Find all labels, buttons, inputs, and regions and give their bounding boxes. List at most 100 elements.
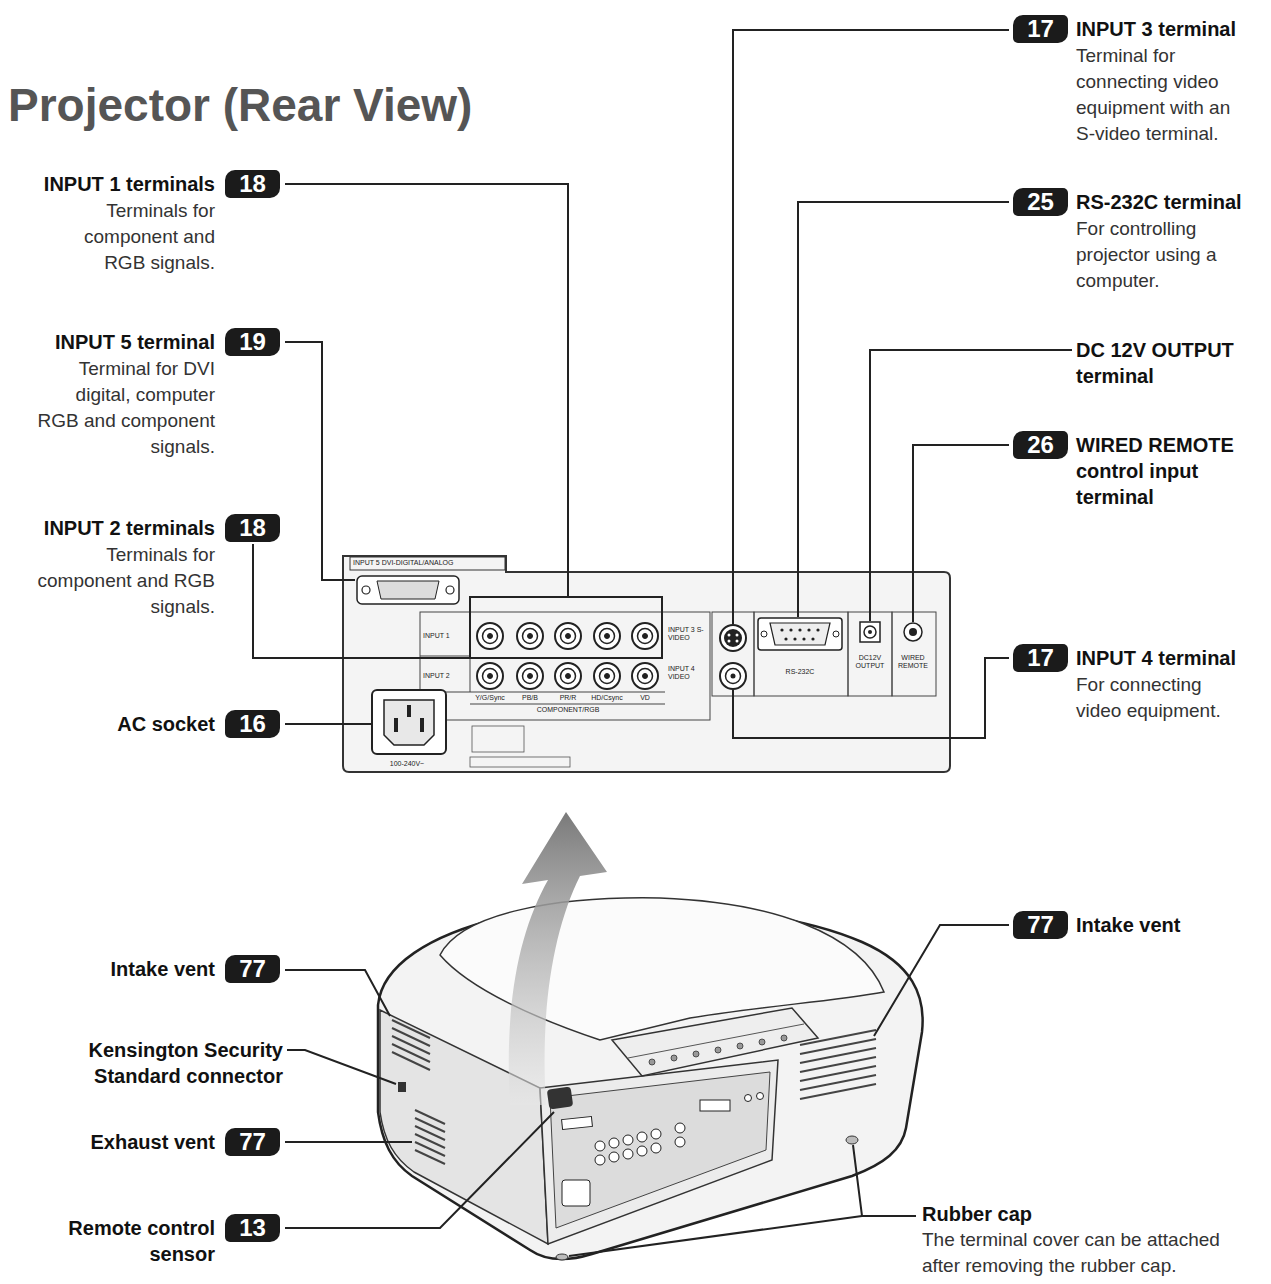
- rca-jack: [638, 669, 653, 684]
- dc-output-jack: [860, 622, 880, 642]
- vent-slot: [415, 1142, 445, 1156]
- pin: [802, 637, 805, 640]
- vent-slot: [415, 1118, 445, 1132]
- rca-jack: [638, 629, 653, 644]
- vent-slot: [800, 1048, 876, 1063]
- s-video-jack: [720, 625, 746, 651]
- rca-jack: [488, 674, 493, 679]
- terminal-marking: INPUT 1: [423, 632, 468, 640]
- terminal-frame: [892, 612, 936, 696]
- notch: [693, 1051, 699, 1057]
- callout-number: 18: [225, 170, 280, 198]
- pin: [793, 637, 796, 640]
- ac-socket: [562, 1180, 590, 1206]
- vent-slot: [800, 1066, 876, 1081]
- terminal-frame: [754, 612, 848, 696]
- leader-line: [285, 1112, 554, 1228]
- leader-line: [913, 445, 1009, 622]
- leader-line: [285, 970, 390, 1016]
- rca-jack: [600, 669, 615, 684]
- part-name: INPUT 4 terminal: [1076, 645, 1264, 671]
- part-name: INPUT 3 terminal: [1076, 16, 1264, 42]
- rca-jack: [623, 1135, 633, 1145]
- pin: [807, 628, 810, 631]
- s-video-pin: [728, 634, 731, 637]
- callout: 18 INPUT 1 terminalsTerminals for compone…: [5, 170, 280, 276]
- rca-jack: [594, 663, 620, 689]
- rca-jack: [523, 629, 538, 644]
- ac-socket-inner: [384, 700, 434, 745]
- part-description: For connecting video equipment.: [1076, 672, 1241, 724]
- wired-remote-jack: [904, 623, 922, 641]
- callout: 13Remote control sensor: [45, 1214, 280, 1267]
- part-label: Kensington Security Standard connector: [30, 1037, 283, 1089]
- callout: 19INPUT 5 terminalTerminal for DVI digit…: [5, 328, 280, 460]
- rca-jack: [623, 1149, 633, 1159]
- rca-jack: [528, 674, 533, 679]
- rs232c-socket: [770, 623, 830, 645]
- callout-number: 17: [1013, 644, 1068, 672]
- rs232c-connector: [758, 618, 842, 650]
- rca-jack: [637, 1146, 647, 1156]
- note: The terminal cover can be attached after…: [922, 1227, 1242, 1279]
- dvi-socket: [377, 581, 439, 599]
- rca-jack: [594, 623, 620, 649]
- notch: [759, 1039, 765, 1045]
- leader-line: [798, 202, 1009, 617]
- wired-remote-jack: [757, 1093, 764, 1100]
- s-video-pin: [736, 640, 739, 643]
- pin: [789, 628, 792, 631]
- rear-panel: [343, 556, 950, 772]
- view-arrow: [509, 812, 607, 1105]
- part-name: AC socket: [5, 711, 215, 737]
- vent-slot: [415, 1150, 445, 1164]
- s-video-pin: [728, 640, 731, 643]
- callout-number: 18: [225, 514, 280, 542]
- rca-jack: [528, 634, 533, 639]
- screw: [362, 586, 370, 594]
- s-video-jack: [724, 629, 742, 647]
- part-description: Terminals for component and RGB signals.: [65, 198, 215, 276]
- rca-jack: [609, 1138, 619, 1148]
- rca-jack: [483, 669, 498, 684]
- intake-vent: [392, 1020, 430, 1070]
- divider: [470, 704, 665, 705]
- dvi-connector: [562, 1116, 593, 1129]
- screw: [446, 586, 454, 594]
- callout-number: 16: [225, 710, 280, 738]
- pin: [816, 628, 819, 631]
- signal-name: Y/G/Sync: [465, 694, 515, 702]
- rating-plate: [472, 726, 524, 752]
- callout-number: 26: [1013, 431, 1068, 459]
- pin: [780, 628, 783, 631]
- input-bracket: [470, 597, 662, 658]
- signal-name: PR/R: [543, 694, 593, 702]
- rca-jack: [555, 663, 581, 689]
- vent-slot: [392, 1036, 430, 1054]
- ac-pin: [394, 718, 398, 732]
- rca-jacks: [562, 1093, 764, 1207]
- rca-jacks: [477, 623, 658, 689]
- part-name: INPUT 1 terminals: [5, 171, 215, 197]
- part-name: Intake vent: [1076, 912, 1264, 938]
- s-video-pin: [736, 634, 739, 637]
- video-jack: [720, 663, 746, 689]
- vent-slot: [800, 1030, 876, 1045]
- terminal-marking: INPUT 2: [423, 672, 468, 680]
- vent-slot: [392, 1028, 430, 1046]
- dc-output-jack: [868, 630, 872, 634]
- leader-line: [285, 1141, 412, 1143]
- screw: [833, 631, 839, 637]
- part-name: Intake vent: [5, 956, 215, 982]
- rca-jack: [555, 623, 581, 649]
- callout-number: 77: [1013, 911, 1068, 939]
- rca-jack: [566, 674, 571, 679]
- part-name: RS-232C terminal: [1076, 189, 1264, 215]
- terminal-marking: COMPONENT/RGB: [528, 706, 608, 714]
- remote-sensor: [547, 1086, 574, 1109]
- leader-line: [853, 1145, 916, 1216]
- rca-jack: [643, 674, 648, 679]
- rca-jack: [561, 669, 576, 684]
- divider: [420, 692, 665, 693]
- vent-slot: [415, 1126, 445, 1140]
